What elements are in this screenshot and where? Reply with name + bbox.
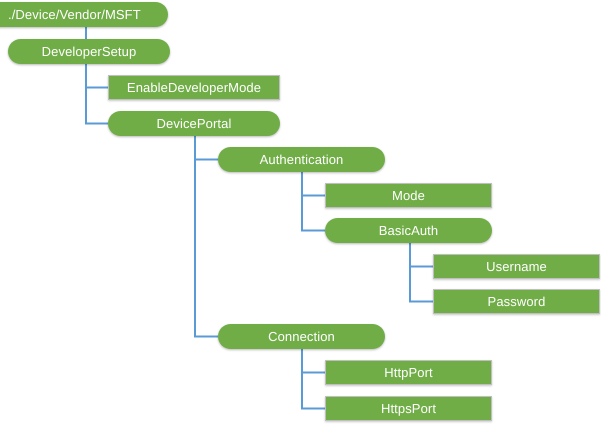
tree-node-enabledevelopermode[interactable]: EnableDeveloperMode (108, 75, 280, 100)
tree-node-label: Mode (392, 188, 425, 203)
tree-node-deviceportal[interactable]: DevicePortal (108, 111, 280, 136)
tree-node-label: Connection (268, 329, 335, 344)
connector-basicauth-to-username (409, 243, 433, 268)
connector-authentication-to-mode (301, 172, 325, 197)
connector-deviceportal-to-connection (194, 136, 218, 338)
tree-node-label: BasicAuth (378, 223, 439, 238)
tree-node-label: HttpsPort (380, 401, 437, 416)
tree-node-label: ./Device/Vendor/MSFT (8, 7, 141, 22)
tree-node-httpport[interactable]: HttpPort (325, 360, 492, 385)
connector-basicauth-to-password (409, 243, 433, 303)
tree-node-label: Authentication (259, 152, 344, 167)
tree-node-label: Password (487, 294, 546, 309)
tree-node-label: DeveloperSetup (41, 44, 137, 59)
tree-node-root[interactable]: ./Device/Vendor/MSFT (0, 2, 168, 27)
tree-node-authentication[interactable]: Authentication (218, 147, 385, 172)
tree-node-httpsport[interactable]: HttpsPort (325, 396, 492, 421)
tree-node-basicauth[interactable]: BasicAuth (325, 218, 492, 243)
tree-node-developersetup[interactable]: DeveloperSetup (8, 39, 170, 64)
tree-node-password[interactable]: Password (433, 289, 600, 314)
connector-deviceportal-to-authentication (194, 136, 218, 161)
connector-developersetup-to-deviceportal (85, 64, 108, 125)
connector-connection-to-httpport (301, 349, 325, 374)
tree-node-username[interactable]: Username (433, 254, 600, 279)
tree-node-mode[interactable]: Mode (325, 183, 492, 208)
tree-node-label: HttpPort (384, 365, 433, 380)
connector-authentication-to-basicauth (301, 172, 325, 232)
tree-node-connection[interactable]: Connection (218, 324, 385, 349)
tree-node-label: EnableDeveloperMode (126, 80, 262, 95)
connector-connection-to-httpsport (301, 349, 325, 410)
tree-node-label: DevicePortal (156, 116, 232, 131)
tree-node-label: Username (486, 259, 547, 274)
connector-developersetup-to-enabledevelopermode (85, 64, 108, 89)
